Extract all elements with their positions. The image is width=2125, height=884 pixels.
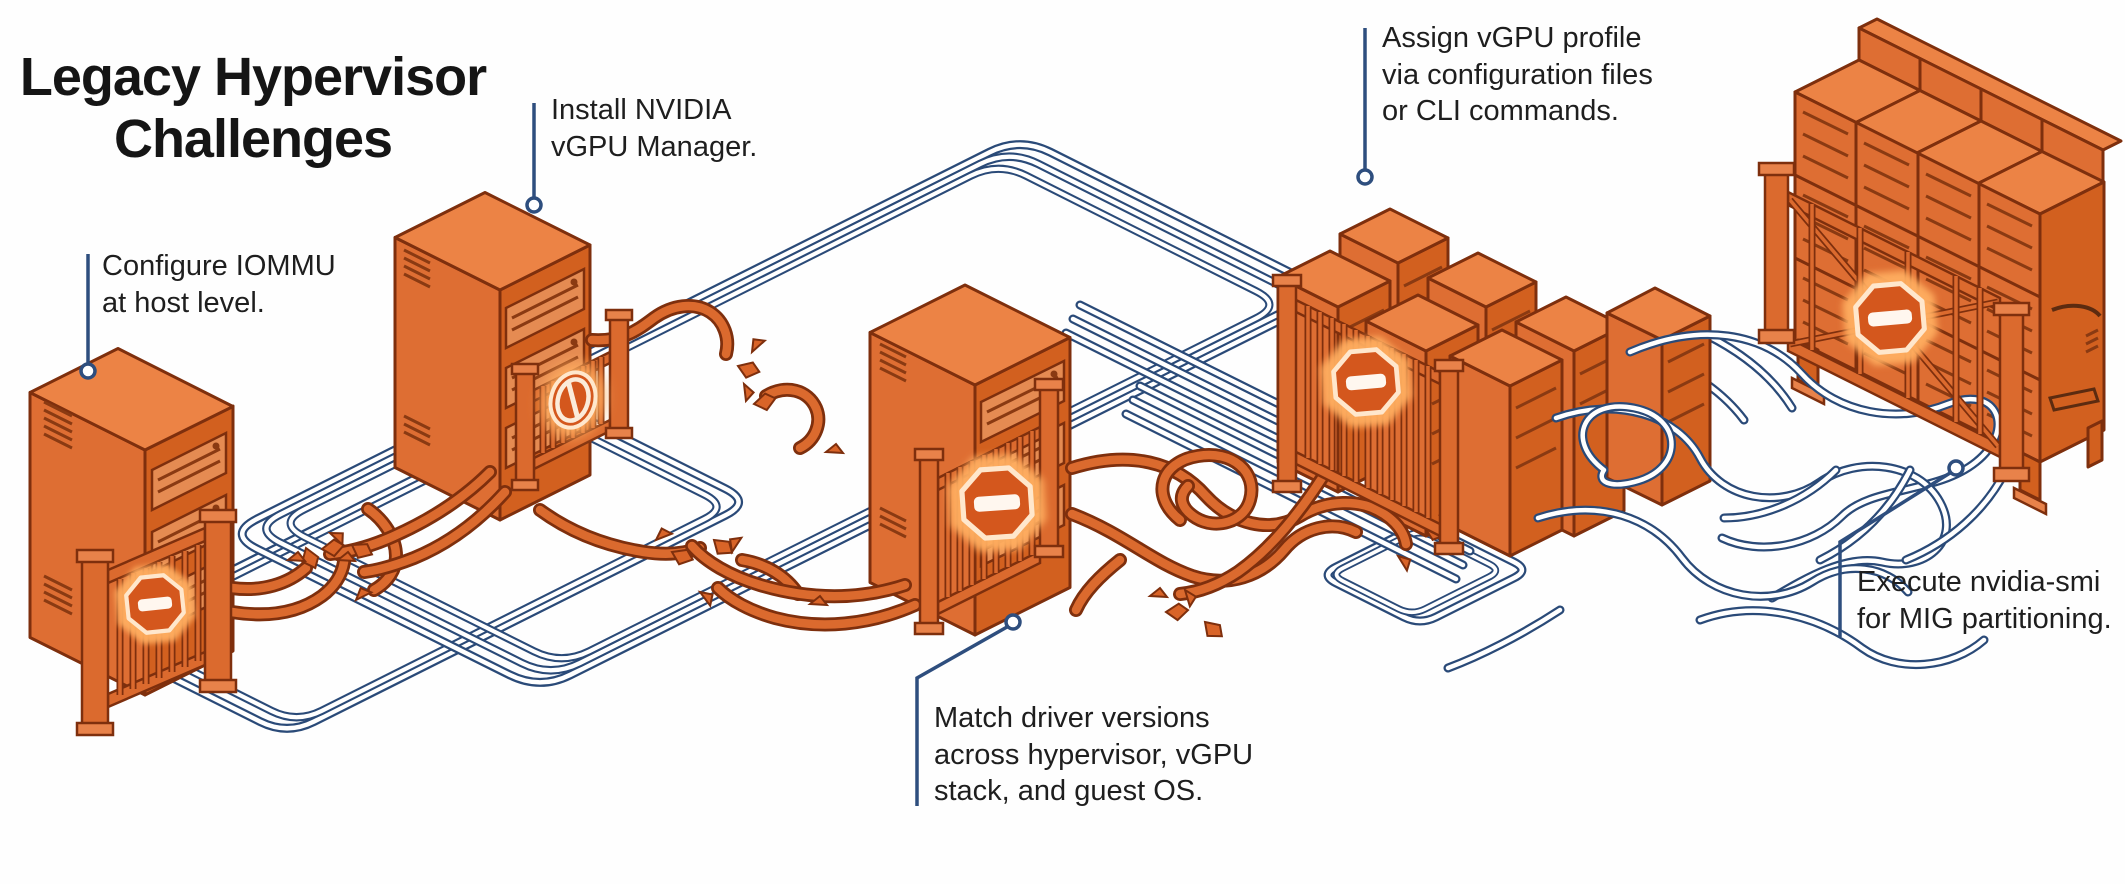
no-entry-sign-icon: [1839, 267, 1941, 369]
no-entry-sign-icon: [945, 451, 1049, 555]
callout-leaders: [79, 28, 1965, 806]
page-title: Legacy Hypervisor Challenges: [18, 46, 488, 170]
mig-partition-rack: [1790, 17, 2123, 517]
no-entry-sign-icon: [112, 561, 198, 647]
gate-host-server: [75, 508, 238, 737]
callout-install-vgpu-manager: Install NVIDIA vGPU Manager.: [551, 94, 758, 163]
title-line-2: Challenges: [113, 109, 393, 170]
title-line-1: Legacy Hypervisor: [19, 47, 487, 107]
gate-vgpu-manager-server: [510, 308, 634, 492]
gate-driver-match-server: [913, 377, 1065, 636]
prohibited-slash-sign-icon: [541, 362, 605, 438]
gate-vgpu-profile-cluster: [1271, 273, 1465, 556]
callout-assign-vgpu-profile: Assign vGPU profile via configuration fi…: [1382, 22, 1653, 128]
callout-configure-iommu: Configure IOMMU at host level.: [102, 250, 336, 319]
callout-match-driver-versions: Match driver versions across hypervisor,…: [934, 702, 1254, 808]
no-entry-sign-icon: [1317, 333, 1415, 431]
callout-execute-nvidia-smi: Execute nvidia-smi for MIG partitioning.: [1857, 566, 2112, 635]
gate-mig-rack: [1757, 161, 2031, 483]
